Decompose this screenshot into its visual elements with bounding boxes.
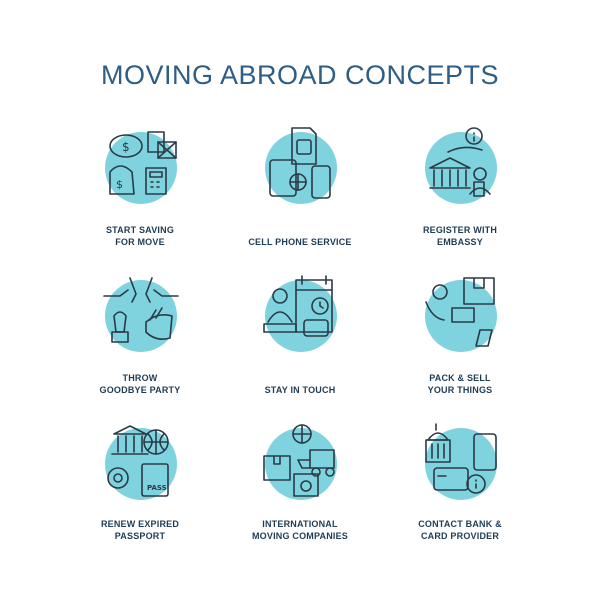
concept-label: CELL PHONE SERVICE [248,237,352,247]
moving-truck-icon [260,420,342,502]
concept-label: PACK & SELL YOUR THINGS [427,373,493,395]
concept-label: THROW GOODBYE PARTY [99,373,181,395]
passport-globe-icon: PASS [100,420,182,502]
concept-start-saving: $ $ START SAVING FOR MOVE [60,120,220,268]
box-hand-icon [420,272,502,354]
concept-label: REGISTER WITH EMBASSY [422,225,498,247]
concept-label: CONTACT BANK & CARD PROVIDER [418,519,502,541]
toast-glasses-icon [100,272,182,354]
svg-text:$: $ [116,178,123,191]
concept-label: STAY IN TOUCH [264,385,336,395]
bank-card-phone-icon [420,420,502,502]
calendar-person-icon [260,272,342,354]
concept-contact-bank: CONTACT BANK & CARD PROVIDER [380,416,540,564]
concept-pack-sell: PACK & SELL YOUR THINGS [380,268,540,416]
concept-renew-passport: PASS RENEW EXPIRED PASSPORT [60,416,220,564]
svg-text:PASS: PASS [147,484,167,492]
page-title: MOVING ABROAD CONCEPTS [100,60,500,90]
concept-register-embassy: REGISTER WITH EMBASSY [380,120,540,268]
concept-label: INTERNATIONAL MOVING COMPANIES [251,519,349,541]
concept-cell-phone: CELL PHONE SERVICE [220,120,380,268]
svg-text:$: $ [122,140,130,154]
sim-card-phone-icon [260,124,342,206]
piggy-bank-icon: $ $ [100,124,182,206]
concept-label: RENEW EXPIRED PASSPORT [100,519,180,541]
concept-goodbye-party: THROW GOODBYE PARTY [60,268,220,416]
embassy-building-icon [420,124,502,206]
concepts-grid: $ $ START SAVING FOR MOVE [60,120,540,564]
concept-stay-in-touch: STAY IN TOUCH [220,268,380,416]
concept-moving-companies: INTERNATIONAL MOVING COMPANIES [220,416,380,564]
concept-label: START SAVING FOR MOVE [105,225,175,247]
